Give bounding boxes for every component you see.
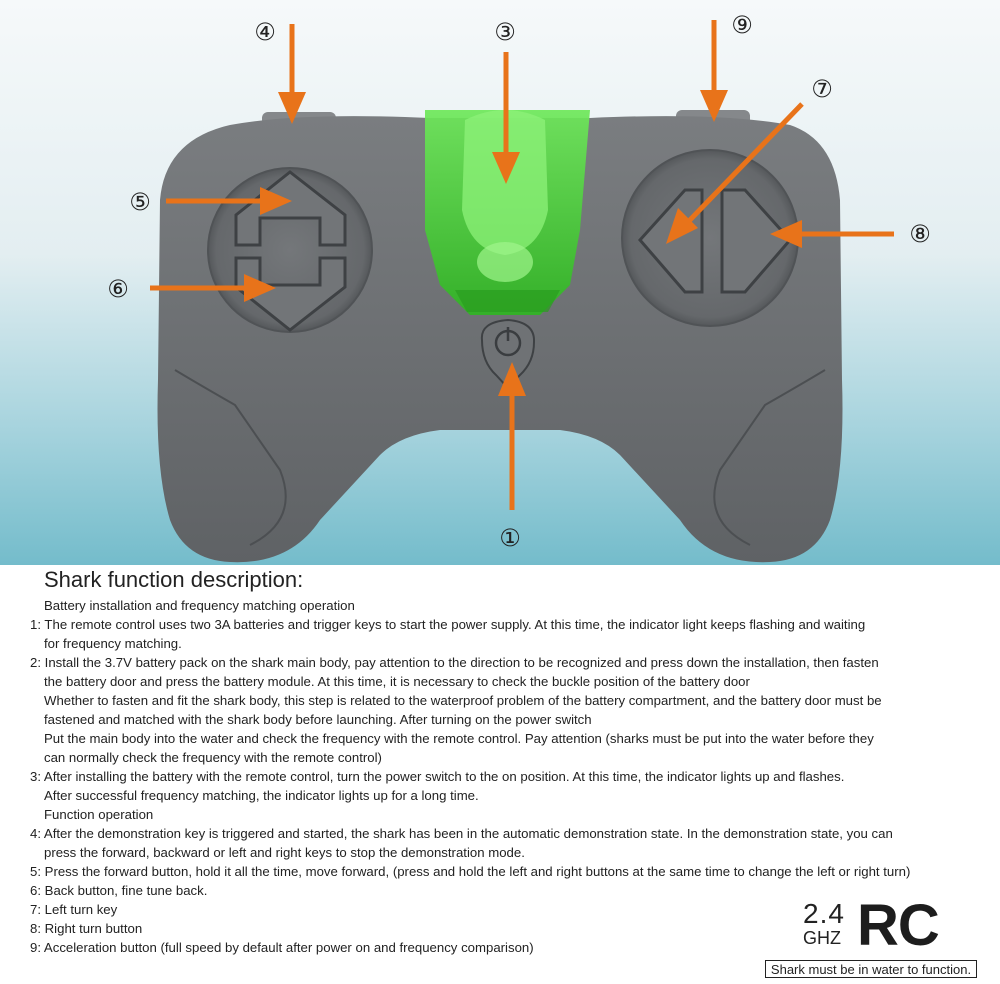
description-line: fastened and matched with the shark body… [44, 712, 592, 727]
description-line: Put the main body into the water and che… [44, 731, 874, 746]
arrow-6-head [244, 274, 276, 302]
forward-button[interactable] [234, 170, 347, 247]
green-shark-clip [425, 110, 590, 315]
description-line: Whether to fasten and fit the shark body… [44, 693, 882, 708]
description-line: 3: After installing the battery with the… [30, 769, 845, 784]
callout-5: ⑤ [129, 188, 151, 216]
callout-1: ① [499, 524, 521, 552]
description-line: 7: Left turn key [30, 902, 118, 917]
function-description: Shark function description: [0, 565, 1000, 984]
callout-8: ⑧ [909, 220, 931, 248]
description-line: 8: Right turn button [30, 921, 143, 936]
description-line: press the forward, backward or left and … [44, 845, 525, 860]
description-line: 9: Acceleration button (full speed by de… [30, 940, 534, 955]
description-line: 4: After the demonstration key is trigge… [30, 826, 893, 841]
water-notice: Shark must be in water to function. [765, 960, 977, 978]
controller-figure: ④ ③ ⑨ ⑦ ⑤ ⑧ ⑥ ① [0, 0, 1000, 565]
arrow-7 [686, 102, 804, 224]
frequency-unit: GHZ [803, 928, 841, 948]
callout-3: ③ [494, 18, 516, 46]
arrow-5-head [260, 187, 292, 215]
description-line: 6: Back button, fine tune back. [30, 883, 208, 898]
description-line: Battery installation and frequency match… [44, 598, 355, 613]
callout-4: ④ [254, 18, 276, 46]
description-heading: Shark function description: [44, 567, 304, 592]
callout-6: ⑥ [107, 275, 129, 303]
description-line: the battery door and press the battery m… [44, 674, 750, 689]
arrow-8-head [770, 220, 802, 248]
callout-7: ⑦ [811, 75, 833, 103]
description-line: can normally check the frequency with th… [44, 750, 382, 765]
callout-9: ⑨ [731, 11, 753, 39]
rc-logo-text: RC [857, 893, 940, 958]
callout-arrows [150, 20, 894, 510]
description-line: for frequency matching. [44, 636, 182, 651]
description-line: After successful frequency matching, the… [44, 788, 479, 803]
right-turn-button[interactable] [720, 188, 793, 294]
arrow-3-head [492, 152, 520, 184]
description-line: Function operation [44, 807, 154, 822]
arrow-1-head [498, 362, 526, 396]
arrow-4-head [278, 92, 306, 124]
grip-seam-left [174, 369, 287, 546]
description-line: 2: Install the 3.7V battery pack on the … [30, 655, 879, 670]
arrow-9-head [700, 90, 728, 122]
description-line: 5: Press the forward button, hold it all… [30, 864, 911, 879]
power-button[interactable] [480, 318, 536, 390]
description-line: 1: The remote control uses two 3A batter… [30, 617, 866, 632]
controller-illustration: ④ ③ ⑨ ⑦ ⑤ ⑧ ⑥ ① [0, 0, 1000, 565]
arrow-7-head [666, 208, 698, 244]
grip-seam-right [713, 369, 826, 546]
frequency-value: 2.4 [803, 898, 845, 929]
backward-button[interactable] [234, 256, 347, 332]
left-dpad[interactable] [234, 170, 347, 332]
